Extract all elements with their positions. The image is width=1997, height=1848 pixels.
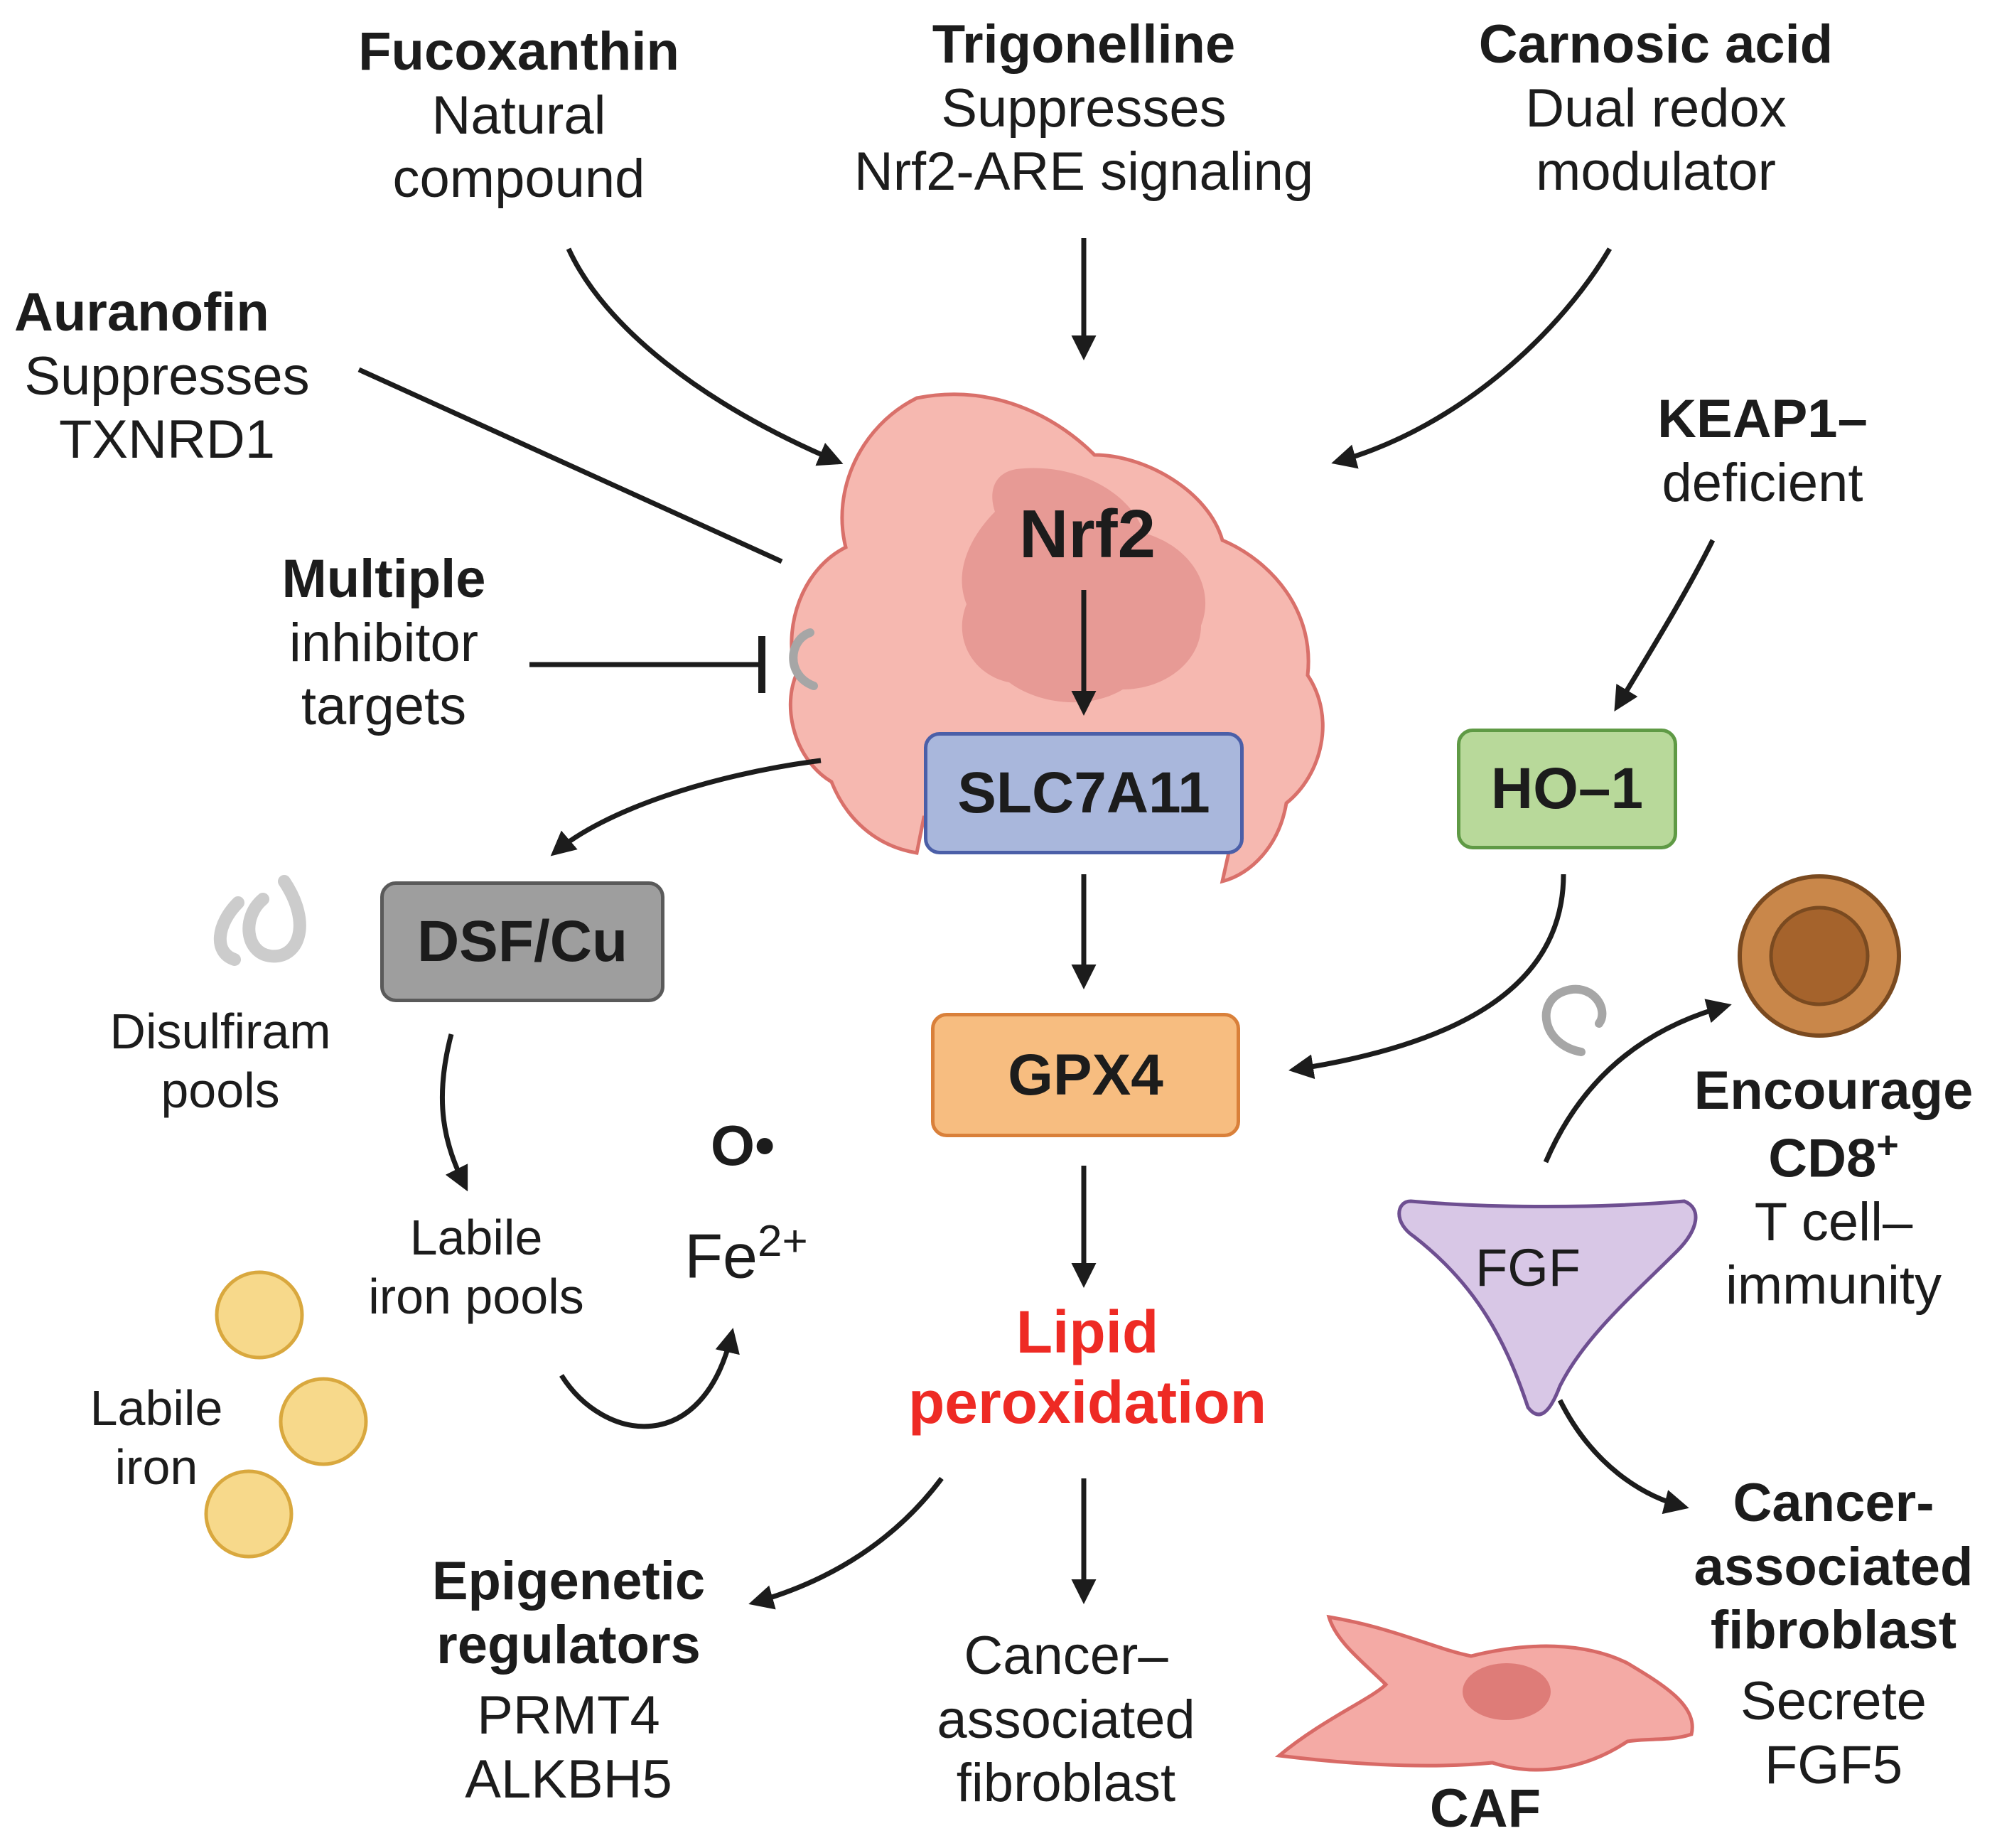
arrow-carnosic-nrf2 bbox=[1331, 247, 1613, 469]
keap1-block: KEAP1– deficient bbox=[1657, 389, 1868, 513]
fucoxanthin-block: Fucoxanthin Natural compound bbox=[358, 21, 679, 210]
grey-squiggle-icon bbox=[213, 875, 306, 966]
arrow-lipid-epigenetic bbox=[748, 1476, 944, 1610]
cd8-block: Encourage CD8+ T cell– immunity bbox=[1694, 1060, 1974, 1316]
caf-mid-block: Cancer– associated fibroblast bbox=[937, 1626, 1195, 1814]
caf-label: CAF bbox=[1429, 1778, 1541, 1839]
fe-label: Fe2+ bbox=[684, 1217, 808, 1291]
slc7a11-box: SLC7A11 bbox=[924, 732, 1244, 854]
auranofin-block: Auranofin Suppresses TXNRD1 bbox=[14, 282, 310, 471]
ho1-box: HO–1 bbox=[1457, 729, 1677, 849]
arrow-keap1-ho1 bbox=[1614, 539, 1716, 712]
labile-pools-block: Labile iron pools bbox=[368, 1210, 584, 1324]
carnosic-block: Carnosic acid Dual redox modulator bbox=[1478, 14, 1834, 203]
arrow-dsfcu-labile bbox=[439, 1033, 468, 1192]
caf-nucleus bbox=[1463, 1663, 1551, 1720]
iron-sphere-3 bbox=[204, 1469, 294, 1559]
caf-right-block: Cancer- associated fibroblast Secrete FG… bbox=[1694, 1473, 1974, 1795]
line-auranofin bbox=[357, 367, 783, 564]
dsfcu-box: DSF/Cu bbox=[380, 881, 664, 1002]
multiple-block: Multiple inhibitor targets bbox=[281, 549, 486, 737]
gpx4-box: GPX4 bbox=[931, 1013, 1240, 1137]
iron-sphere-2 bbox=[279, 1377, 368, 1466]
nucleus bbox=[962, 468, 1206, 703]
radical-label: O• bbox=[710, 1114, 775, 1177]
labile-iron-block: Labile iron bbox=[90, 1380, 223, 1495]
epigenetic-block: Epigenetic regulators PRMT4 ALKBH5 bbox=[431, 1551, 706, 1810]
receptor-glyph bbox=[789, 628, 818, 690]
disulfiram-block: Disulfiram pools bbox=[109, 1004, 331, 1118]
arrow-labile-fe bbox=[559, 1328, 740, 1429]
arrow-fgf-caf bbox=[1557, 1399, 1689, 1515]
fgf-cell bbox=[1397, 1199, 1698, 1417]
arrow-ho1-gpx4 bbox=[1288, 874, 1566, 1080]
fgf-label: FGF bbox=[1475, 1238, 1581, 1297]
grey-arc-icon bbox=[1541, 984, 1607, 1056]
arrow-fucoxanthin-nrf2 bbox=[566, 247, 844, 466]
iron-sphere-1 bbox=[215, 1270, 304, 1360]
arrow-cell-dsfcu bbox=[550, 758, 822, 856]
arrow-fgf-tcell bbox=[1543, 999, 1732, 1164]
lipid-block: Lipid peroxidation bbox=[908, 1299, 1267, 1436]
t-cell-nucleus bbox=[1769, 906, 1870, 1006]
nrf2-label: Nrf2 bbox=[1018, 496, 1156, 572]
trigonelline-block: Trigonelline Suppresses Nrf2-ARE signali… bbox=[854, 14, 1314, 203]
